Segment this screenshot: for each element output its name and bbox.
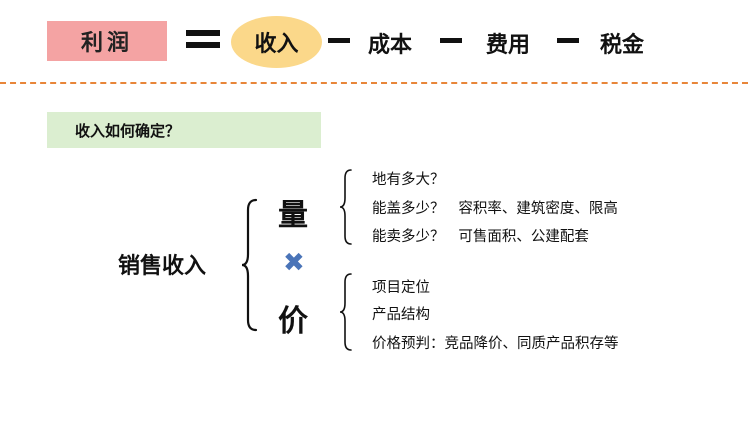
minus-sign-2 bbox=[440, 38, 462, 43]
quantity-label: 量 bbox=[278, 198, 308, 233]
profit-label: 利润 bbox=[80, 31, 133, 56]
price-brace bbox=[339, 273, 352, 351]
revenue-ellipse: 收入 bbox=[231, 16, 322, 68]
sales-revenue-label: 销售收入 bbox=[118, 254, 207, 279]
quantity-brace bbox=[339, 169, 352, 245]
multiply-icon: ✖ bbox=[283, 248, 305, 278]
tax-label: 税金 bbox=[600, 33, 645, 58]
price-item-product-structure: 产品结构 bbox=[372, 307, 430, 323]
question-text: 收入如何确定？ bbox=[75, 121, 181, 140]
dashed-separator bbox=[0, 82, 748, 84]
price-item-positioning: 项目定位 bbox=[372, 280, 430, 296]
quantity-item-sellable: 能卖多少？ 可售面积、公建配套 bbox=[372, 229, 589, 245]
quantity-item-land-size: 地有多大？ bbox=[372, 172, 445, 188]
price-label: 价 bbox=[278, 304, 308, 339]
equals-sign bbox=[186, 26, 220, 52]
profit-box: 利润 bbox=[47, 21, 167, 61]
quantity-item-buildable: 能盖多少？ 容积率、建筑密度、限高 bbox=[372, 201, 618, 217]
left-brace bbox=[241, 198, 258, 332]
expense-label: 费用 bbox=[486, 33, 531, 58]
question-box: 收入如何确定？ bbox=[47, 112, 321, 148]
minus-sign-1 bbox=[328, 38, 350, 43]
revenue-label: 收入 bbox=[254, 32, 299, 57]
cost-label: 成本 bbox=[368, 33, 413, 58]
price-item-price-forecast: 价格预判：竞品降价、同质产品积存等 bbox=[372, 336, 619, 352]
minus-sign-3 bbox=[557, 38, 579, 43]
